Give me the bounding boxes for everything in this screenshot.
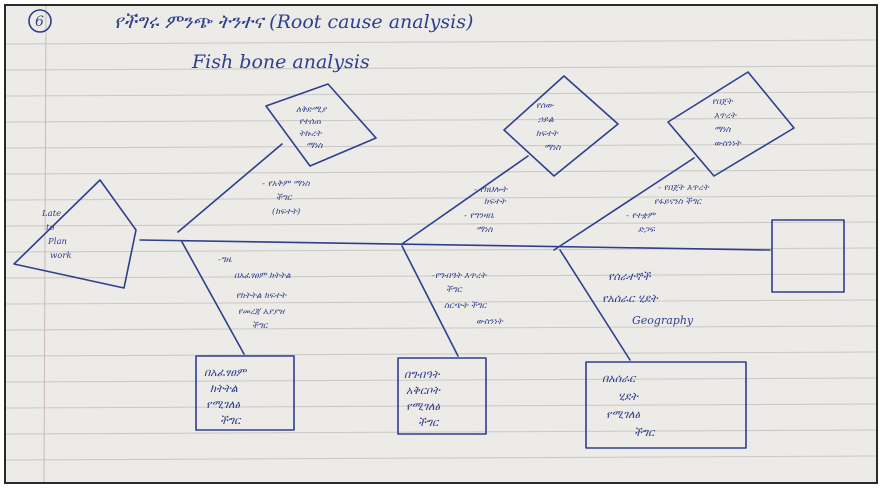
fish-head-label: Late to Plan work <box>41 209 72 261</box>
svg-text:ችግር: ችግር <box>446 285 463 295</box>
fishbone-diagram: 6 የችግሩ ምንጭ ትንተና (Root cause analysis) Fi… <box>6 6 876 482</box>
svg-text:የሰራተኞች: የሰራተኞች <box>608 270 651 283</box>
svg-text:የአሰራር ሂደት: የአሰራር ሂደት <box>602 292 659 305</box>
svg-text:- የተቋም: - የተቋም <box>626 211 656 221</box>
svg-text:ውስንነት: ውስንነት <box>476 317 504 327</box>
svg-text:(ክፍተት): (ክፍተት) <box>272 206 300 217</box>
svg-text:በአፈፃፀም ክትትል: በአፈፃፀም ክትትል <box>234 271 291 281</box>
svg-text:ችግር: ችግር <box>418 416 440 429</box>
svg-text:to: to <box>46 223 55 233</box>
svg-text:ችግር: ችግር <box>252 321 269 331</box>
cause-box-top-3: የበጀት እጥረት ማነስ ውስንነት <box>667 71 795 177</box>
bone-bottom-2 <box>401 245 459 357</box>
svg-text:ለቅድሚያ: ለቅድሚያ <box>296 105 328 115</box>
svg-text:ድጋፍ: ድጋፍ <box>638 225 656 235</box>
cause-box-top-1: ለቅድሚያ የተሰጠ ትኩረት ማነስ <box>265 83 377 167</box>
svg-text:ማነስ: ማነስ <box>476 225 494 235</box>
fish-tail-box <box>771 219 845 293</box>
notebook-page: 6 የችግሩ ምንጭ ትንተና (Root cause analysis) Fi… <box>4 4 878 484</box>
svg-text:ክትትል: ክትትል <box>210 382 238 395</box>
svg-text:-የግብዓት እጥረት: -የግብዓት እጥረት <box>432 271 487 281</box>
cause-box-bottom-2: በግብዓት አቅርቦት የሚገለፅ ችግር <box>397 357 487 435</box>
bone-top-1 <box>177 143 283 233</box>
svg-text:የመረጃ አያያዝ: የመረጃ አያያዝ <box>238 307 285 317</box>
svg-text:ማነስ: ማነስ <box>306 141 324 151</box>
svg-text:የፋይናንስ ችግር: የፋይናንስ ችግር <box>654 197 702 207</box>
svg-text:ችግር: ችግር <box>220 414 242 427</box>
notes-top-1: - የአቅም ማነስ ችግር (ክፍተት) <box>262 179 311 217</box>
svg-text:ክፍተት: ክፍተት <box>484 197 507 207</box>
notes-top-2: - የክህሎት ክፍተት - የግንዛቤ ማነስ <box>464 185 508 235</box>
svg-text:- የክህሎት: - የክህሎት <box>474 185 508 195</box>
ruled-lines <box>6 6 876 482</box>
svg-text:የሚገለፅ: የሚገለፅ <box>406 400 441 413</box>
svg-text:ትኩረት: ትኩረት <box>299 129 323 139</box>
svg-text:የበጀት: የበጀት <box>712 97 734 107</box>
svg-text:Geography: Geography <box>632 314 694 327</box>
notes-bottom-2: -የግብዓት እጥረት ችግር ስርጭት ችግር ውስንነት <box>432 271 504 327</box>
svg-text:Late: Late <box>41 209 61 219</box>
cause-box-top-2: የሰው ኃይል ክፍተት ማነስ <box>503 75 619 177</box>
svg-text:የሚገለፅ: የሚገለፅ <box>606 408 641 421</box>
svg-text:- የአቅም ማነስ: - የአቅም ማነስ <box>262 179 311 189</box>
svg-text:በአሰራር: በአሰራር <box>602 372 637 385</box>
svg-text:ሂደት: ሂደት <box>618 390 639 403</box>
bone-bottom-1 <box>181 241 245 355</box>
svg-text:ውስንነት: ውስንነት <box>714 139 742 149</box>
svg-text:የክትትል ክፍተት: የክትትል ክፍተት <box>236 291 287 301</box>
svg-text:ስርጭት ችግር: ስርጭት ችግር <box>444 301 488 311</box>
notes-bottom-3: የሰራተኞች የአሰራር ሂደት Geography <box>602 270 694 327</box>
bone-top-2 <box>401 155 529 245</box>
cause-box-bottom-3: በአሰራር ሂደት የሚገለፅ ችግር <box>585 361 747 449</box>
page-number: 6 <box>35 14 44 30</box>
svg-text:ማነስ: ማነስ <box>544 143 562 153</box>
fish-head <box>13 179 137 289</box>
svg-text:work: work <box>50 251 72 261</box>
svg-text:ኃይል: ኃይል <box>538 115 554 125</box>
svg-text:ችግር: ችግር <box>276 193 293 203</box>
svg-text:ማነስ: ማነስ <box>714 125 732 135</box>
svg-text:ችግር: ችግር <box>634 426 656 439</box>
svg-text:- የበጀት እጥረት: - የበጀት እጥረት <box>658 183 710 193</box>
page-heading: 6 የችግሩ ምንጭ ትንተና (Root cause analysis) Fi… <box>28 9 473 73</box>
svg-text:አቅርቦት: አቅርቦት <box>406 384 441 397</box>
page-title: የችግሩ ምንጭ ትንተና (Root cause analysis) <box>114 11 473 33</box>
svg-text:እጥረት: እጥረት <box>714 111 737 121</box>
bone-top-3 <box>553 157 695 251</box>
svg-text:- የግንዛቤ: - የግንዛቤ <box>464 211 495 221</box>
svg-text:ክፍተት: ክፍተት <box>536 129 559 139</box>
svg-text:በግብዓት: በግብዓት <box>404 368 441 381</box>
svg-text:በአፈፃፀም: በአፈፃፀም <box>204 366 248 379</box>
svg-text:የተሰጠ: የተሰጠ <box>299 117 321 127</box>
cause-box-bottom-1: በአፈፃፀም ክትትል የሚገለፅ ችግር <box>195 355 295 431</box>
svg-text:-ግዜ: -ግዜ <box>218 255 233 265</box>
page-subtitle: Fish bone analysis <box>191 51 370 73</box>
svg-text:Plan: Plan <box>47 237 67 247</box>
svg-text:የሚገለፅ: የሚገለፅ <box>206 398 241 411</box>
svg-text:የሰው: የሰው <box>536 101 554 111</box>
notes-top-3: - የበጀት እጥረት የፋይናንስ ችግር - የተቋም ድጋፍ <box>626 183 710 235</box>
bone-bottom-3 <box>559 249 631 361</box>
notes-bottom-1: -ግዜ በአፈፃፀም ክትትል የክትትል ክፍተት የመረጃ አያያዝ ችግር <box>218 255 291 331</box>
fishbone-spine <box>139 239 771 251</box>
